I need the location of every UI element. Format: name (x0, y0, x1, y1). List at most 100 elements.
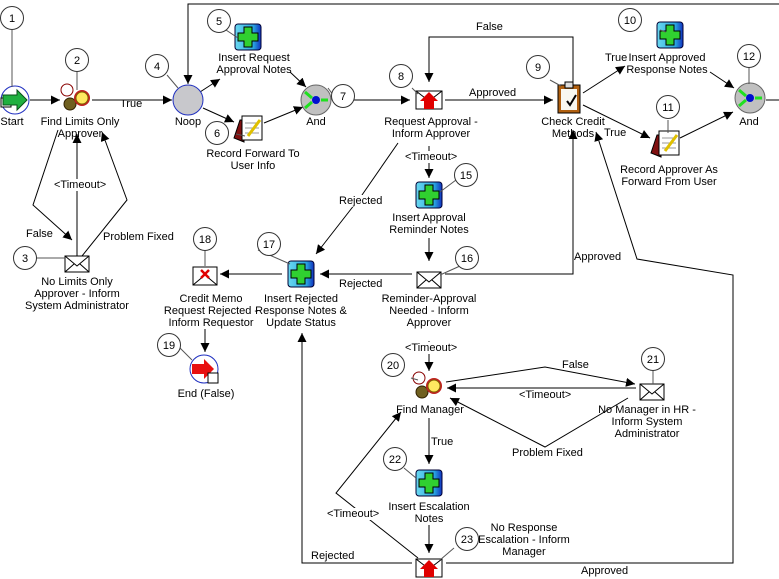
node-label-no-manager-in-hr: No Manager in HR - Inform System Adminis… (598, 404, 696, 440)
node-label-find-manager: Find Manager (396, 404, 464, 416)
edge-check-credit-to-insert-approved (582, 65, 626, 94)
edge-no-response-timeout-to-find-manager (335, 411, 419, 559)
edge-label-timeout: <Timeout> (54, 179, 107, 191)
badge-number: 5 (215, 16, 223, 28)
node-badge: 4 (145, 54, 169, 78)
edge-reminder-approval-approved-to-check-credit (445, 130, 578, 275)
node-label-noop: Noop (174, 116, 202, 128)
edge-label-timeout: <Timeout> (405, 342, 458, 354)
edge-label-timeout: <Timeout> (327, 508, 380, 520)
badge-number: 12 (742, 51, 756, 63)
notepad-icon[interactable] (233, 115, 263, 143)
edge-no-manager-problem-fixed-to-find-manager (449, 397, 629, 448)
badge-connectors (11, 29, 750, 561)
edge-label-approved: Approved (574, 251, 622, 263)
database-insert-icon[interactable] (287, 260, 315, 288)
edge-label-rejected: Rejected (339, 278, 383, 290)
node-badge: 6 (205, 121, 229, 145)
node-badge: 3 (13, 246, 37, 270)
node-badge: 9 (526, 55, 550, 79)
node-badge: 5 (207, 9, 231, 33)
envelope-red-arrow-icon[interactable] (415, 90, 443, 110)
badge-number: 11 (662, 102, 674, 114)
envelope-x-icon[interactable] (192, 266, 218, 286)
envelope-icon[interactable] (64, 255, 90, 273)
database-insert-icon[interactable] (234, 23, 262, 51)
badge-number: 15 (459, 170, 473, 182)
badge-number: 17 (262, 239, 276, 251)
node-badge: 18 (193, 227, 217, 251)
badge-number: 1 (8, 13, 16, 25)
node-badge: 7 (331, 84, 355, 108)
edge-label-false: False (26, 228, 53, 240)
node-label-insert-rejected-response-notes: Insert Rejected Response Notes & Update … (255, 293, 347, 329)
node-label-end-false: End (False) (177, 388, 235, 400)
edge-noop-to-insert-request (199, 78, 221, 93)
database-insert-icon[interactable] (656, 21, 684, 49)
edge-label-problem-fixed: Problem Fixed (103, 231, 174, 243)
noop-circle-icon[interactable] (172, 84, 204, 116)
edge-check-credit-loop-to-noop (183, 3, 779, 84)
node-label-and-12: And (739, 116, 759, 128)
envelope-red-arrow-icon[interactable] (415, 558, 443, 578)
edge-label-rejected: Rejected (311, 550, 355, 562)
node-badge: 21 (641, 347, 665, 371)
edge-no-response-rejected-to-insert-rejected (297, 333, 412, 564)
people-function-icon[interactable] (412, 371, 442, 399)
badge-number: 8 (397, 71, 405, 83)
node-badge: 12 (737, 44, 761, 68)
envelope-icon[interactable] (639, 383, 665, 401)
edge-label-true: True (120, 98, 143, 110)
node-badge: 22 (383, 447, 407, 471)
edge-no-limits-problem-fixed-to-find-limits (81, 131, 128, 257)
badge-number: 23 (460, 534, 474, 546)
node-badge: 19 (157, 333, 181, 357)
and-join-icon[interactable] (300, 84, 332, 116)
edge-check-credit-to-record-approver (582, 104, 651, 139)
envelope-icon[interactable] (416, 271, 442, 289)
node-label-check-credit-methods: Check Credit Methods (541, 116, 605, 140)
node-badge: 2 (65, 48, 89, 72)
badge-number: 18 (198, 234, 212, 246)
badge-number: 4 (153, 61, 161, 73)
clipboard-icon[interactable] (557, 81, 581, 114)
node-label-no-response-escalation: No Response Escalation - Inform Manager (478, 522, 570, 558)
badge-number: 7 (339, 91, 347, 103)
edge-label-true: True (605, 52, 628, 64)
node-label-insert-escalation-notes: Insert Escalation Notes (388, 501, 470, 525)
edge-label-false: False (476, 21, 503, 33)
node-badge: 23 (455, 527, 479, 551)
node-badge: 16 (455, 246, 479, 270)
people-function-icon[interactable] (60, 83, 90, 111)
badge-number: 3 (21, 253, 29, 265)
badge-number: 2 (73, 55, 81, 67)
edge-label-approved: Approved (469, 87, 517, 99)
badge-number: 19 (162, 340, 176, 352)
edges (30, 3, 779, 564)
edge-record-approver-to-and (679, 111, 734, 139)
end-icon[interactable] (189, 354, 219, 384)
node-label-reminder-approval-needed: Reminder-Approval Needed - Inform Approv… (381, 293, 477, 329)
notepad-icon[interactable] (650, 130, 680, 158)
node-label-record-approver-as-forward: Record Approver As Forward From User (620, 164, 718, 188)
and-join-icon[interactable] (734, 82, 766, 114)
edge-noop-to-record-forward (202, 107, 235, 123)
badge-number: 10 (623, 15, 637, 27)
node-label-start: Start (0, 116, 24, 128)
database-insert-icon[interactable] (415, 181, 443, 209)
badge-number: 16 (460, 253, 474, 265)
node-badge: 10 (618, 8, 642, 32)
node-badge: 1 (0, 6, 24, 30)
node-label-insert-approved-response-notes: Insert Approved Response Notes (626, 52, 708, 76)
node-badge: 17 (257, 232, 281, 256)
node-label-request-approval-inform-approver: Request Approval - Inform Approver (384, 116, 478, 140)
start-icon[interactable] (0, 85, 30, 115)
edge-label-true: True (431, 436, 454, 448)
edge-check-credit-false-to-request-approval (424, 36, 574, 88)
edge-label-timeout: <Timeout> (405, 151, 458, 163)
edge-label-true: True (604, 127, 627, 139)
database-insert-icon[interactable] (415, 469, 443, 497)
edge-insert-request-to-and (289, 71, 307, 88)
edge-label-timeout: <Timeout> (519, 389, 572, 401)
